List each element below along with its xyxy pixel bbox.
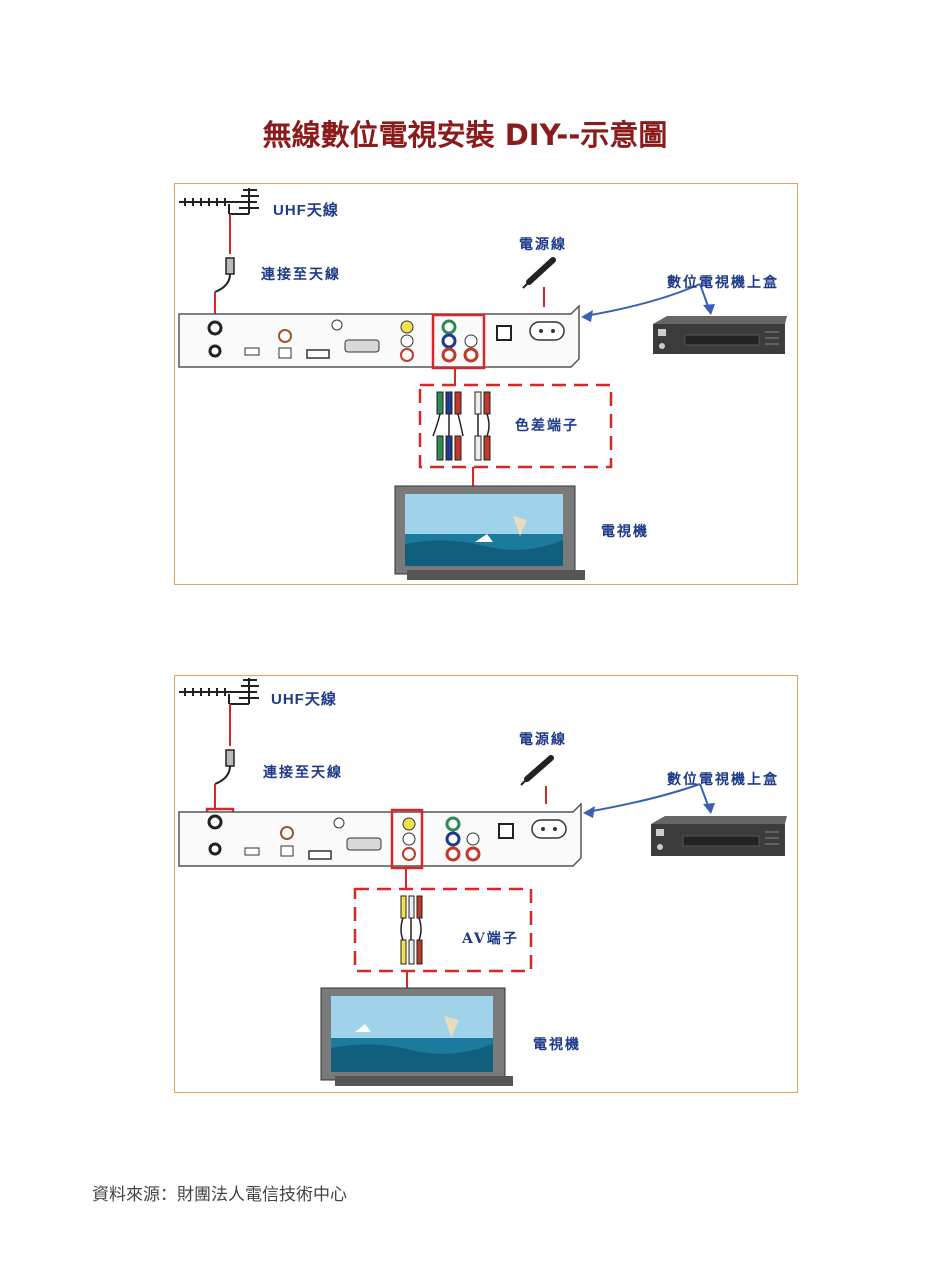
television-label: 電視機 — [601, 524, 649, 540]
component-cable-icon — [432, 391, 491, 461]
receiver-back-panel-icon — [178, 304, 580, 368]
set-top-box-icon — [651, 816, 787, 856]
television-label: 電視機 — [533, 1037, 581, 1053]
connect-antenna-label: 連接至天線 — [261, 267, 341, 283]
power-cord-label: 電源線 — [519, 237, 567, 253]
set-top-box-icon — [653, 316, 787, 354]
source-credit: 資料來源：財團法人電信技術中心 — [92, 1185, 347, 1205]
antenna-plug-icon — [214, 257, 235, 293]
television-icon — [394, 485, 585, 580]
diagram-component-cable: UHF天線 連接至天線 電源線 數位電視機上盒 色差端子 電視機 — [174, 183, 798, 585]
power-cord-icon — [522, 257, 556, 289]
component-cable-label: 色差端子 — [515, 418, 579, 434]
set-top-box-label: 數位電視機上盒 — [667, 772, 779, 788]
uhf-antenna-label: UHF天線 — [271, 691, 337, 708]
uhf-antenna-icon — [179, 188, 259, 215]
cable-dashed-box — [418, 383, 613, 469]
page-title: 無線數位電視安裝 DIY--示意圖 — [262, 118, 668, 152]
receiver-back-panel-icon — [178, 802, 582, 867]
set-top-box-label: 數位電視機上盒 — [667, 275, 779, 291]
power-cord-label: 電源線 — [519, 732, 567, 748]
panel-2-drawing — [178, 678, 787, 1086]
component-port-highlight — [431, 313, 486, 370]
connect-antenna-label: 連接至天線 — [263, 765, 343, 781]
uhf-antenna-icon — [179, 678, 259, 705]
antenna-plug-icon — [214, 749, 235, 785]
av-cable-label: AV端子 — [462, 931, 519, 947]
cable-dashed-box — [353, 887, 533, 973]
power-cord-icon — [520, 755, 554, 786]
panel-1-drawing — [178, 188, 787, 580]
uhf-antenna-label: UHF天線 — [273, 202, 339, 219]
television-icon — [320, 987, 513, 1086]
diagram-av-cable: UHF天線 連接至天線 電源線 數位電視機上盒 AV端子 電視機 — [174, 675, 798, 1093]
av-cable-icon — [400, 895, 423, 965]
